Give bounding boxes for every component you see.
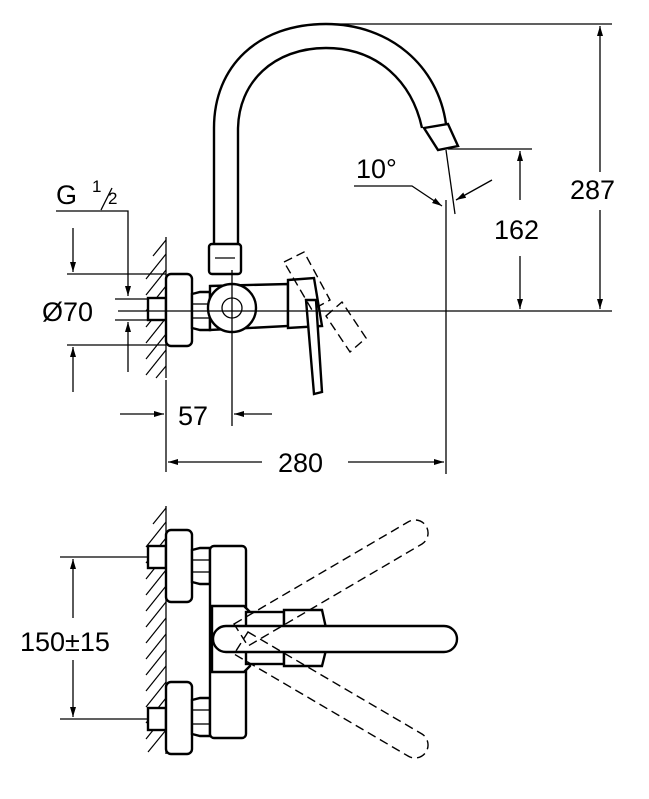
thread-fraction-bar: [100, 187, 113, 211]
thread-letter: G: [56, 180, 77, 210]
dim-total-depth: 280: [168, 200, 447, 478]
thread-denominator: 2: [108, 189, 117, 208]
spout-angle-label: 10°: [356, 154, 397, 184]
dim-spout-height: 162: [448, 148, 539, 309]
total-height-label: 287: [570, 175, 615, 205]
dim-total-height: 287: [326, 23, 615, 309]
side-view: G 1 2 Ø70 57 280: [42, 22, 615, 478]
connection-upper: [146, 528, 212, 604]
handle-alt-side: [283, 251, 367, 354]
wall-distance-label: 57: [178, 401, 208, 431]
thread-numerator: 1: [92, 177, 101, 196]
handle-alt-top: [233, 519, 429, 759]
dim-center-spacing: 150±15: [20, 556, 148, 720]
dim-thread: G 1 2: [56, 177, 148, 372]
outer-diameter-label: Ø70: [42, 297, 93, 327]
dim-spout-angle: 10°: [354, 149, 493, 215]
mixer-body-side: [146, 242, 324, 396]
spout-side: [212, 22, 460, 244]
top-view: 150±15: [20, 506, 459, 759]
spout-height-label: 162: [494, 215, 539, 245]
dim-wall-distance: 57: [120, 380, 272, 472]
total-depth-label: 280: [278, 448, 323, 478]
handle-top: [211, 624, 459, 654]
dim-outer-diameter: Ø70: [42, 228, 166, 392]
center-spacing-label: 150±15: [20, 627, 110, 657]
